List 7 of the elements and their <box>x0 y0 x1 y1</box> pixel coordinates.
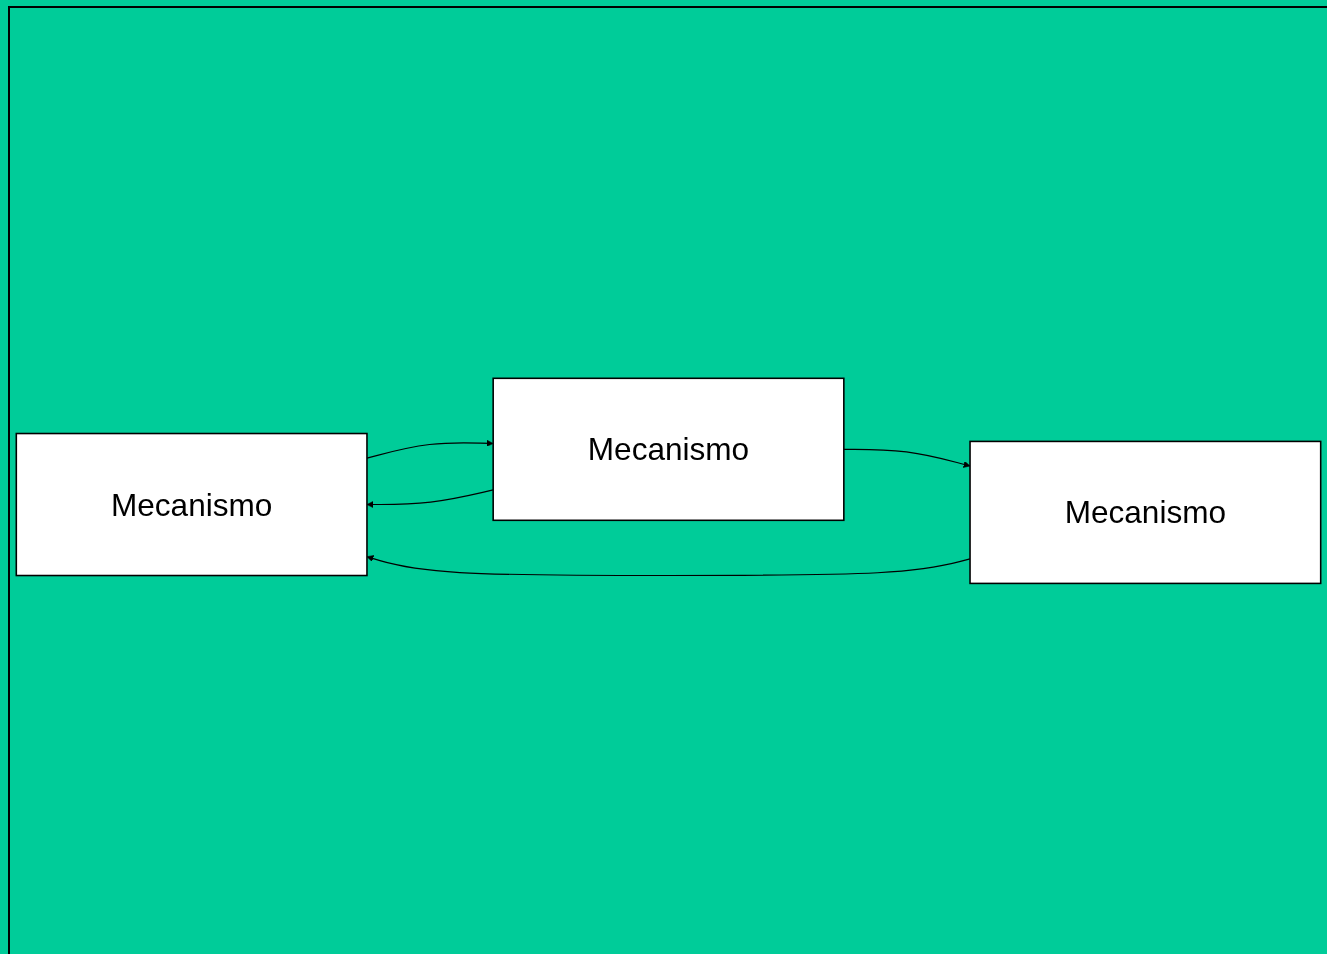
arrow <box>843 448 971 468</box>
node-box: Mecanismo <box>15 432 368 577</box>
arrow <box>366 555 971 577</box>
node-box: Mecanismo <box>492 377 845 522</box>
arrow <box>366 489 494 509</box>
node-box: Mecanismo <box>969 440 1322 585</box>
arrow <box>366 439 494 459</box>
